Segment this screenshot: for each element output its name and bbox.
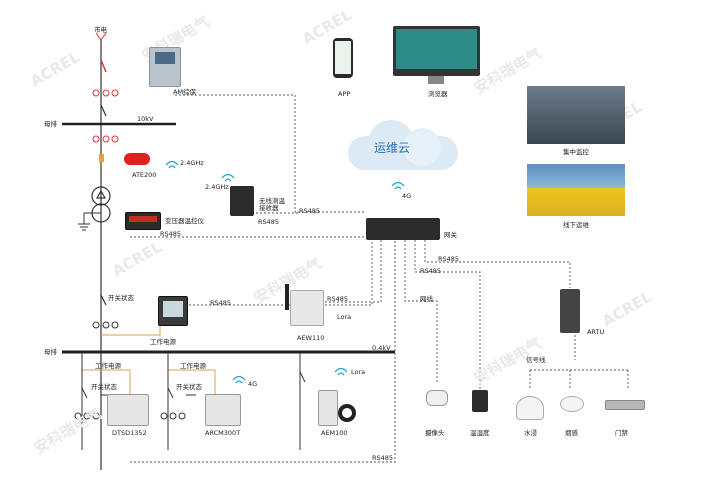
mains-label: 市电: [94, 26, 107, 34]
antenna-icon: [95, 32, 107, 41]
rs485-label: RS485: [160, 230, 182, 238]
busbar-top-label: 母排: [44, 120, 57, 128]
rs485-label: RS485: [420, 267, 442, 275]
door-sensor: [605, 400, 645, 410]
offline-ops-label: 线下运维: [563, 221, 589, 229]
4g-label: 4G: [402, 192, 412, 200]
voltage-10kv: 10kV: [137, 115, 154, 123]
arcm300t-label: ARCM300T: [205, 429, 241, 437]
ct-group-bottom: [74, 412, 186, 420]
aem100-device: [318, 390, 338, 426]
water-label: 水浸: [524, 429, 537, 437]
dtsd1352-device: [107, 394, 149, 426]
aem100-label: AEM100: [321, 429, 348, 437]
rs485-lines: [130, 94, 629, 463]
device-screen: [155, 52, 175, 64]
lora-label: Lora: [351, 368, 366, 376]
lora-label: Lora: [337, 313, 352, 321]
meter-screen: [163, 301, 183, 317]
ate200-sensor: [124, 153, 150, 165]
cloud-label: 运维云: [374, 141, 411, 155]
breaker-low: [100, 294, 107, 306]
monitor-stand: [428, 76, 444, 84]
cloud-shape: 运维云: [348, 118, 458, 172]
gateway-device: [366, 218, 440, 240]
switch-state-label: 开关状态: [176, 383, 202, 391]
arcm300t-device: [205, 394, 241, 426]
ct-group-mid: [92, 321, 119, 329]
signal-line-label: 信号线: [526, 356, 546, 364]
gateway-label: 网关: [444, 231, 457, 239]
aew110-device: [290, 290, 324, 326]
temp-hum-label: 温湿度: [470, 429, 490, 437]
camera-label: 摄像头: [425, 429, 445, 437]
rs485-label: RS485: [299, 207, 321, 215]
dtsd1352-label: DTSD1352: [112, 429, 147, 437]
smoke-detector: [560, 396, 584, 412]
browser-label: 浏览器: [428, 90, 448, 98]
am-protection-device: [149, 47, 181, 87]
aew110-antenna: [285, 284, 289, 310]
feeder-branches: [81, 352, 306, 450]
freq-label: 2.4GHz: [205, 183, 229, 191]
ground-symbol: [78, 212, 101, 231]
offline-ops-photo: [527, 164, 625, 216]
temp-sensor-small: [99, 154, 104, 162]
work-power-label: 工作电源: [150, 338, 176, 346]
breaker-mid: [100, 104, 107, 117]
app-phone: [333, 38, 353, 78]
rs485-label: RS485: [438, 255, 460, 263]
rs485-label: RS485: [327, 295, 349, 303]
temp-hum-sensor: [472, 390, 488, 412]
wireless-receiver: [230, 186, 254, 216]
controller-display: [129, 216, 157, 222]
switch-state-label: 开关状态: [108, 294, 134, 302]
rs485-label: RS485: [258, 218, 280, 226]
aem100-ct: [338, 404, 356, 422]
work-power-label: 工作电源: [180, 362, 206, 370]
meter-device: [158, 296, 188, 326]
rs485-label: RS485: [210, 299, 232, 307]
smoke-label: 烟感: [565, 429, 578, 437]
network-cable-label: 网线: [420, 295, 433, 303]
central-monitor-photo: [527, 86, 625, 144]
artu-device: [560, 289, 580, 333]
door-label: 门禁: [615, 429, 628, 437]
ct-group-top: [92, 89, 119, 143]
4g-label: 4G: [248, 380, 258, 388]
wifi-icon: [165, 160, 405, 384]
app-label: APP: [338, 90, 351, 98]
camera-device: [426, 390, 448, 406]
freq-label: 2.4GHz: [180, 159, 204, 167]
central-monitor-label: 集中监控: [563, 148, 589, 156]
artu-label: ARTU: [587, 328, 605, 336]
phone-screen: [335, 41, 351, 74]
breaker-top: [100, 59, 107, 73]
wireless-receiver-label: 无线测温 接收器: [259, 197, 285, 212]
cloud-part: [403, 128, 441, 166]
transformer-controller-label: 变压器温控仪: [165, 217, 204, 225]
rs485-label: RS485: [372, 454, 394, 462]
aew110-label: AEW110: [297, 334, 325, 342]
browser-monitor: [393, 26, 480, 76]
water-sensor: [516, 396, 544, 420]
monitor-screen: [396, 29, 477, 69]
switch-state-label: 开关状态: [91, 383, 117, 391]
busbar-bottom-label: 母排: [44, 348, 57, 356]
voltage-04kv: 0.4kV: [372, 344, 391, 352]
am-protection-label: AM综保: [173, 88, 197, 96]
work-power-label: 工作电源: [95, 362, 121, 370]
ate200-label: ATE200: [132, 171, 157, 179]
transformer-controller: [125, 212, 161, 230]
